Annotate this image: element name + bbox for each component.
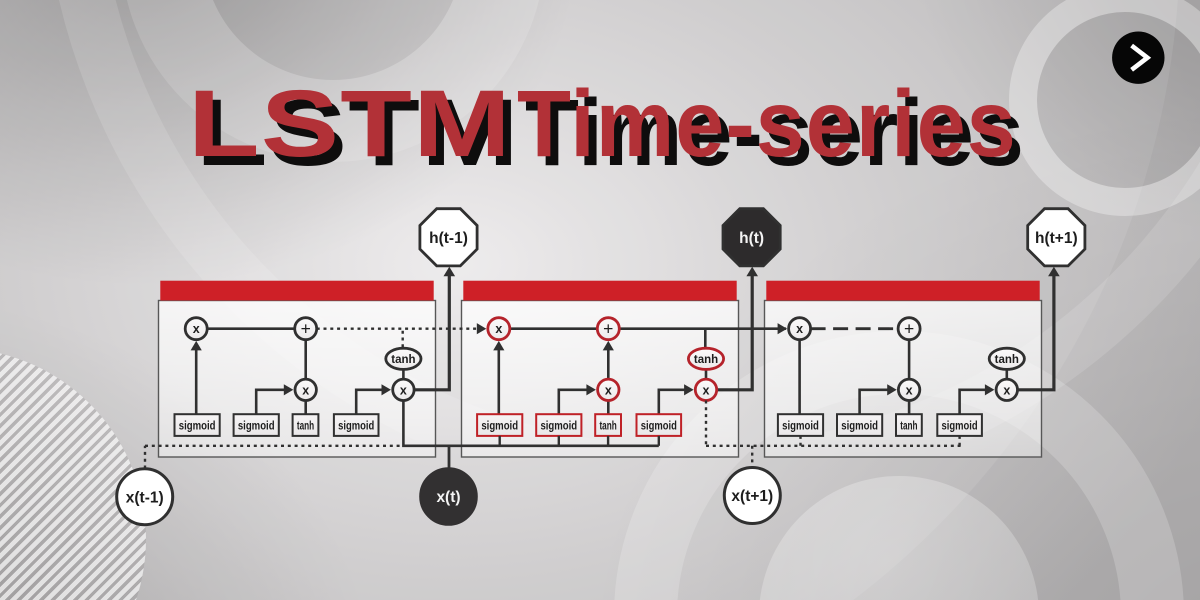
svg-text:h(t-1): h(t-1) bbox=[429, 230, 468, 247]
svg-text:x: x bbox=[703, 383, 710, 397]
svg-text:x(t-1): x(t-1) bbox=[126, 489, 164, 506]
svg-text:sigmoid: sigmoid bbox=[782, 419, 819, 433]
svg-text:x: x bbox=[1003, 383, 1010, 397]
svg-text:+: + bbox=[301, 318, 311, 338]
svg-text:sigmoid: sigmoid bbox=[540, 419, 577, 433]
svg-text:x(t+1): x(t+1) bbox=[731, 488, 773, 505]
svg-text:x: x bbox=[495, 322, 502, 336]
svg-text:+: + bbox=[603, 318, 613, 338]
svg-text:sigmoid: sigmoid bbox=[942, 419, 978, 433]
svg-text:h(t): h(t) bbox=[739, 230, 764, 247]
svg-text:tanh: tanh bbox=[694, 354, 718, 366]
svg-text:tanh: tanh bbox=[995, 354, 1019, 366]
svg-text:h(t+1): h(t+1) bbox=[1035, 230, 1078, 247]
svg-text:sigmoid: sigmoid bbox=[238, 419, 275, 433]
svg-text:sigmoid: sigmoid bbox=[841, 419, 878, 433]
svg-text:+: + bbox=[904, 318, 914, 338]
svg-text:tanh: tanh bbox=[900, 419, 917, 433]
svg-text:sigmoid: sigmoid bbox=[481, 419, 518, 433]
svg-text:sigmoid: sigmoid bbox=[641, 419, 677, 433]
svg-text:tanh: tanh bbox=[599, 419, 616, 433]
svg-text:x: x bbox=[302, 383, 309, 397]
svg-text:tanh: tanh bbox=[297, 419, 314, 433]
svg-text:x: x bbox=[400, 383, 407, 397]
svg-text:tanh: tanh bbox=[391, 354, 415, 366]
svg-text:x: x bbox=[193, 322, 200, 336]
svg-text:x: x bbox=[796, 322, 803, 336]
svg-text:sigmoid: sigmoid bbox=[179, 419, 216, 433]
svg-text:x: x bbox=[906, 383, 913, 397]
svg-text:x(t): x(t) bbox=[436, 489, 460, 506]
svg-text:x: x bbox=[605, 383, 612, 397]
svg-text:sigmoid: sigmoid bbox=[338, 419, 374, 433]
